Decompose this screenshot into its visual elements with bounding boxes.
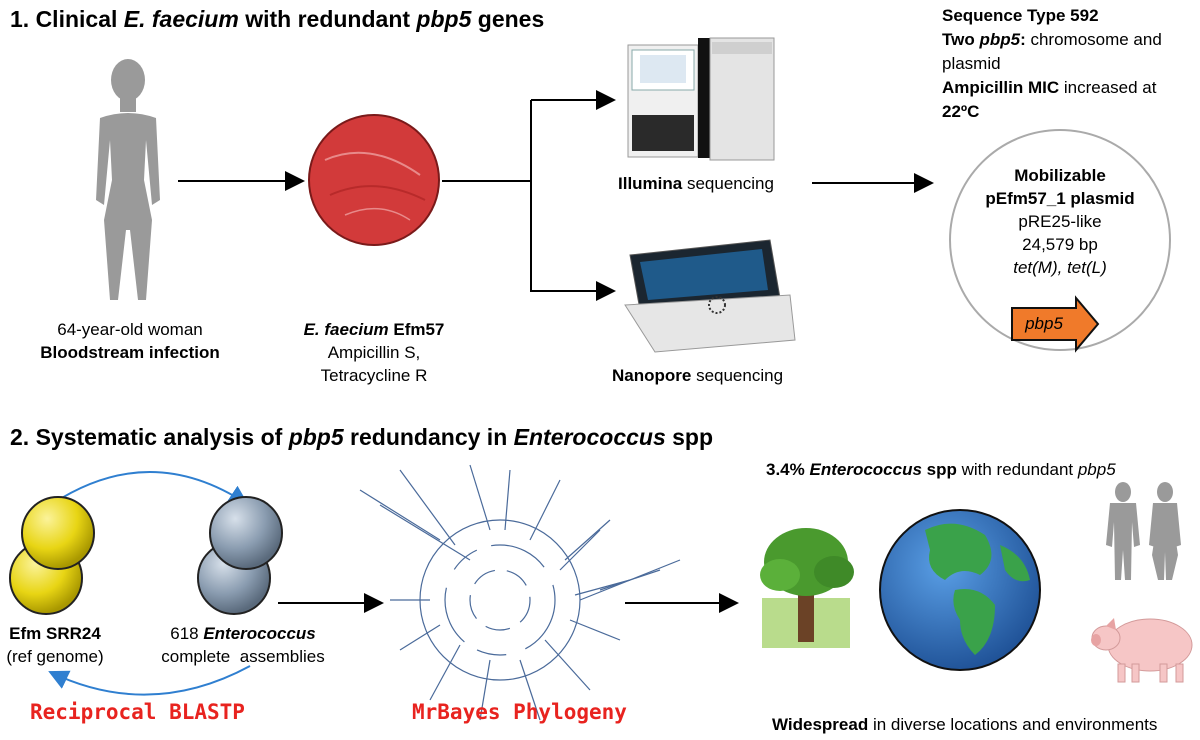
pig-icon	[1091, 618, 1193, 683]
section1-title: 1. Clinical E. faecium with redundant pb…	[10, 6, 545, 32]
illumina-label: Illumina sequencing	[618, 174, 774, 193]
nanopore-label: Nanopore sequencing	[612, 366, 784, 385]
oak-tree-icon	[760, 528, 854, 648]
assemblies-label: 618 Enterococcus complete assemblies	[161, 624, 325, 666]
coccus-yellow-icon	[9, 496, 95, 615]
human-silhouettes-icon	[1106, 482, 1181, 580]
nanopore-sequencer-icon	[624, 239, 796, 353]
plasmid-label: Mobilizable pEfm57_1 plasmid pRE25-like …	[985, 166, 1135, 277]
strain-label: E. faecium Efm57 Ampicillin S, Tetracycl…	[303, 320, 445, 385]
widespread-label: Widespread in diverse locations and envi…	[772, 715, 1158, 734]
ref-genome-label: Efm SRR24 (ref genome)	[6, 624, 104, 666]
plasmid-icon	[949, 129, 1171, 351]
coccus-grey-icon	[197, 496, 283, 615]
redundancy-result: 3.4% Enterococcus spp with redundant pbp…	[766, 460, 1116, 479]
woman-silhouette-icon	[96, 59, 160, 300]
patient-label: 64-year-old woman Bloodstream infection	[40, 320, 220, 362]
mrbayes-label: MrBayes Phylogeny	[412, 700, 627, 724]
gene-label: pbp5	[1025, 314, 1063, 333]
sequence-summary: Sequence Type 592 Two pbp5: chromosome a…	[942, 6, 1162, 121]
illumina-sequencer-icon	[627, 37, 775, 161]
earth-globe-icon	[879, 509, 1041, 671]
blast-label: Reciprocal BLASTP	[30, 700, 245, 724]
gene-arrow-pbp5	[1011, 295, 1100, 353]
section2-title: 2. Systematic analysis of pbp5 redundanc…	[10, 424, 714, 450]
petri-dish-icon	[308, 114, 440, 246]
phylogeny-tree-icon	[359, 464, 681, 721]
